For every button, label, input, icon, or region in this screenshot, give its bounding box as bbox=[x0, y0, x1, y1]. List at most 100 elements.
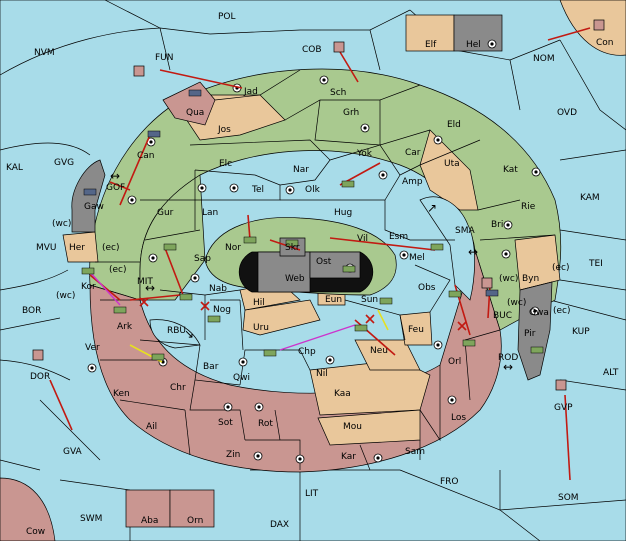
territory-feu[interactable] bbox=[399, 311, 433, 346]
land-label-jos[interactable]: Jos bbox=[217, 125, 231, 135]
land-label-web[interactable]: Web bbox=[285, 274, 305, 284]
territory-uru[interactable] bbox=[242, 299, 321, 336]
sea-label-nom[interactable]: NOM bbox=[533, 54, 555, 64]
sea-label-kal[interactable]: KAL bbox=[6, 163, 23, 173]
land-label-grh[interactable]: Grh bbox=[343, 108, 359, 118]
territory-elf[interactable] bbox=[405, 14, 455, 52]
land-label-aba[interactable]: Aba bbox=[141, 516, 158, 526]
sea-label-mvu[interactable]: MVU bbox=[36, 243, 57, 253]
sea-label-dor[interactable]: DOR bbox=[30, 372, 50, 382]
land-label-ark[interactable]: Ark bbox=[117, 322, 133, 332]
land-label-sam[interactable]: Sam bbox=[405, 447, 425, 457]
land-label-tel[interactable]: Tel bbox=[251, 185, 264, 195]
land-label-her[interactable]: Her bbox=[69, 243, 85, 253]
land-label-sun[interactable]: Sun bbox=[361, 295, 378, 305]
sea-label-gvg[interactable]: GVG bbox=[54, 158, 74, 168]
land-label-nog[interactable]: Nog bbox=[213, 305, 231, 315]
land-label-hil[interactable]: Hil bbox=[253, 298, 265, 308]
land-label-elc[interactable]: Elc bbox=[219, 159, 232, 169]
land-label-gur[interactable]: Gur bbox=[157, 208, 174, 218]
land-label-kar[interactable]: Kar bbox=[341, 452, 356, 462]
land-label-sch[interactable]: Sch bbox=[330, 88, 346, 98]
land-label-amp[interactable]: Amp bbox=[402, 177, 423, 187]
sea-label-rbu[interactable]: RBU bbox=[167, 326, 186, 336]
land-label-ver[interactable]: Ver bbox=[85, 343, 100, 353]
sea-label-som[interactable]: SOM bbox=[558, 493, 579, 503]
territory-byn[interactable] bbox=[514, 234, 561, 291]
sea-label-gof[interactable]: GOF bbox=[106, 183, 125, 193]
territory-gaw[interactable] bbox=[71, 159, 106, 233]
land-label-los[interactable]: Los bbox=[451, 413, 466, 423]
sea-label-alt[interactable]: ALT bbox=[603, 368, 619, 378]
land-label-nab[interactable]: Nab bbox=[209, 284, 227, 294]
land-label-mel[interactable]: Mel bbox=[409, 253, 425, 263]
land-label-ken[interactable]: Ken bbox=[113, 389, 130, 399]
land-label-chr[interactable]: Chr bbox=[170, 383, 186, 393]
territory-web[interactable] bbox=[257, 251, 311, 293]
land-label-ail[interactable]: Ail bbox=[146, 422, 157, 432]
sea-label-nvm[interactable]: NVM bbox=[34, 48, 55, 58]
land-label-qwi[interactable]: Qwi bbox=[233, 373, 250, 383]
land-label-olk[interactable]: Olk bbox=[305, 185, 321, 195]
land-label-obs[interactable]: Obs bbox=[418, 283, 436, 293]
land-label-sap[interactable]: Sap bbox=[194, 254, 211, 264]
land-label-bar[interactable]: Bar bbox=[203, 362, 219, 372]
sea-label-ovd[interactable]: OVD bbox=[557, 108, 577, 118]
land-label-nar[interactable]: Nar bbox=[293, 165, 309, 175]
land-label-rot[interactable]: Rot bbox=[258, 419, 273, 429]
land-label-ost[interactable]: Ost bbox=[316, 257, 332, 267]
sea-sma[interactable] bbox=[419, 196, 475, 301]
sea-label-buc[interactable]: BUC bbox=[493, 311, 512, 321]
land-label-can[interactable]: Can bbox=[137, 151, 155, 161]
land-label-uru[interactable]: Uru bbox=[253, 323, 269, 333]
sea-label-swm[interactable]: SWM bbox=[80, 514, 102, 524]
land-label-feu[interactable]: Feu bbox=[408, 325, 424, 335]
land-label-esm[interactable]: Esm bbox=[389, 232, 408, 242]
land-label-bri[interactable]: Bri bbox=[491, 220, 503, 230]
land-label-sot[interactable]: Sot bbox=[218, 418, 233, 428]
land-label-con[interactable]: Con bbox=[596, 38, 614, 48]
sea-label-pol[interactable]: POL bbox=[218, 12, 236, 22]
land-label-byn[interactable]: Byn bbox=[522, 274, 539, 284]
land-label-uta[interactable]: Uta bbox=[444, 159, 460, 169]
sea-label-dax[interactable]: DAX bbox=[270, 520, 289, 530]
land-label-zin[interactable]: Zin bbox=[226, 450, 240, 460]
land-label-mou[interactable]: Mou bbox=[343, 422, 362, 432]
sea-label-fun[interactable]: FUN bbox=[155, 53, 174, 63]
territory-orn[interactable] bbox=[169, 489, 215, 528]
land-label-orn[interactable]: Orn bbox=[187, 516, 203, 526]
territory-pir[interactable] bbox=[517, 281, 553, 381]
land-label-car[interactable]: Car bbox=[405, 148, 421, 158]
land-label-nor[interactable]: Nor bbox=[225, 243, 241, 253]
land-label-vil[interactable]: Vil bbox=[357, 234, 368, 244]
sea-label-cob[interactable]: COB bbox=[302, 45, 322, 55]
land-label-gwa[interactable]: Gwa bbox=[529, 308, 549, 318]
land-label-rie[interactable]: Rie bbox=[521, 202, 536, 212]
land-label-orl[interactable]: Orl bbox=[448, 357, 461, 367]
land-label-hug[interactable]: Hug bbox=[334, 208, 352, 218]
sea-label-mit[interactable]: MIT bbox=[137, 277, 153, 287]
land-label-eun[interactable]: Eun bbox=[325, 295, 342, 305]
land-label-kat[interactable]: Kat bbox=[503, 165, 518, 175]
land-label-kaa[interactable]: Kaa bbox=[334, 389, 351, 399]
land-label-qua[interactable]: Qua bbox=[186, 108, 204, 118]
land-label-gaw[interactable]: Gaw bbox=[84, 202, 104, 212]
sea-label-kup[interactable]: KUP bbox=[572, 327, 590, 337]
land-label-jad[interactable]: Jad bbox=[243, 87, 258, 97]
sea-label-lit[interactable]: LIT bbox=[305, 489, 319, 499]
sea-label-sma[interactable]: SMA bbox=[455, 226, 475, 236]
sea-label-gvp[interactable]: GVP bbox=[554, 403, 573, 413]
sea-label-rod[interactable]: ROD bbox=[498, 353, 518, 363]
land-label-neu[interactable]: Neu bbox=[370, 346, 388, 356]
sea-rbu[interactable] bbox=[149, 319, 201, 349]
land-label-nil[interactable]: Nil bbox=[316, 369, 328, 379]
land-label-hel[interactable]: Hel bbox=[466, 40, 481, 50]
land-label-chp[interactable]: Chp bbox=[298, 347, 316, 357]
sea-label-kam[interactable]: KAM bbox=[580, 193, 600, 203]
land-label-yok[interactable]: Yok bbox=[356, 149, 373, 159]
territory-qua[interactable] bbox=[162, 81, 216, 126]
territory-neu[interactable] bbox=[354, 339, 421, 371]
land-label-skr[interactable]: Skr bbox=[285, 243, 300, 253]
land-label-kor[interactable]: Kor bbox=[81, 282, 96, 292]
land-label-cow[interactable]: Cow bbox=[26, 527, 45, 537]
